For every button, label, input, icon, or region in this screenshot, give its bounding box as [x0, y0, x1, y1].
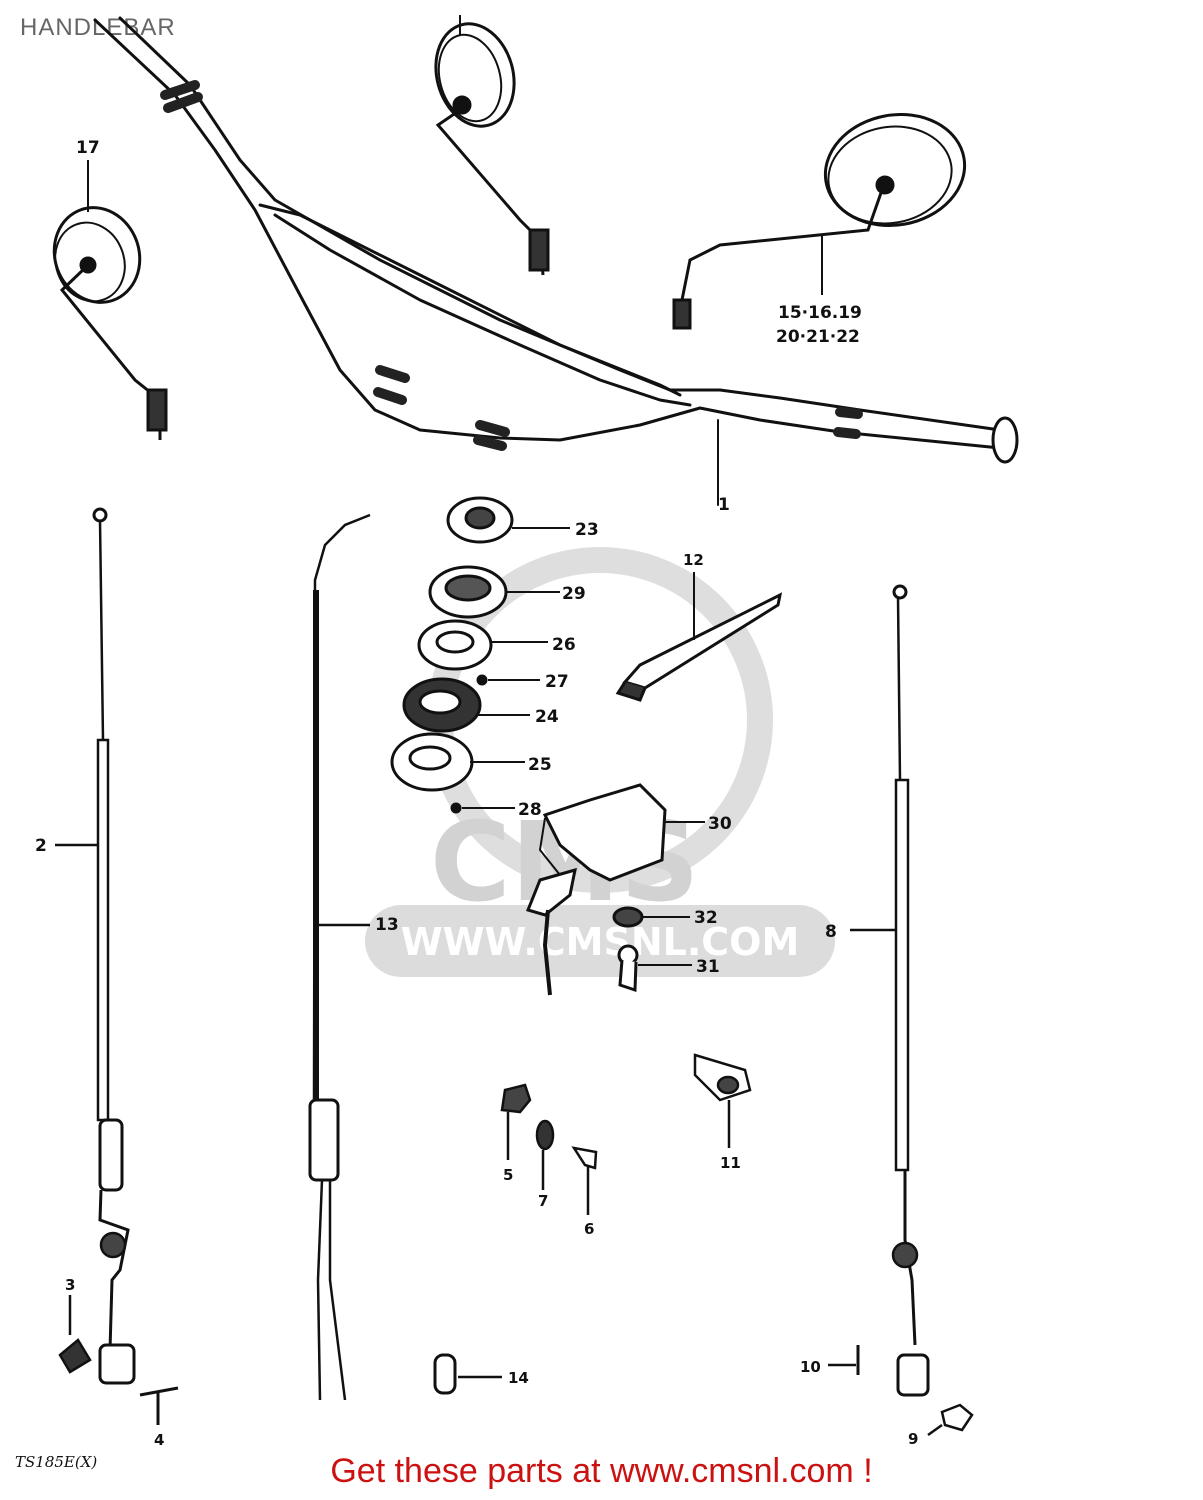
label-part-25: 25	[528, 755, 552, 775]
tool-12-part	[615, 572, 783, 702]
label-part-30: 30	[708, 814, 732, 834]
label-part-7: 7	[538, 1192, 548, 1210]
label-part-31: 31	[696, 957, 720, 977]
label-part-5: 5	[503, 1166, 513, 1184]
label-part-10: 10	[800, 1358, 821, 1376]
label-part-15-line2: 20·21·22	[776, 327, 860, 347]
label-part-2: 2	[35, 836, 47, 856]
label-part-1: 1	[718, 495, 730, 515]
label-part-9: 9	[908, 1430, 918, 1448]
cable-2-part	[55, 507, 136, 1385]
label-part-29: 29	[562, 584, 586, 604]
mirror-center-part	[434, 15, 550, 276]
label-part-26: 26	[552, 635, 576, 655]
mirror-left-part	[52, 160, 168, 440]
label-part-11: 11	[720, 1154, 741, 1172]
label-part-3: 3	[65, 1276, 75, 1294]
handlebar-part	[93, 16, 1019, 506]
diagram-code: TS185E(X)	[15, 1453, 97, 1471]
part-labels: 1 2 3 4 5 6 7 8 9 10 11 12 13 14 17 15·1…	[15, 138, 918, 1471]
ignition-switch-parts	[390, 496, 705, 996]
label-part-23: 23	[575, 520, 599, 540]
label-part-14: 14	[508, 1369, 529, 1387]
mirror-right-part	[672, 112, 967, 330]
page-title: HANDLEBAR	[20, 14, 176, 41]
cable-13-part	[308, 513, 371, 1401]
label-part-28: 28	[518, 800, 542, 820]
label-part-6: 6	[584, 1220, 594, 1238]
cable-8-part	[850, 584, 930, 1397]
label-part-27: 27	[545, 672, 569, 692]
label-part-4: 4	[154, 1431, 164, 1449]
watermark-url: WWW.CMSNL.COM	[401, 920, 800, 964]
footer-cta-link[interactable]: Get these parts at www.cmsnl.com !	[330, 1452, 873, 1490]
label-part-8: 8	[825, 922, 837, 942]
label-part-12: 12	[683, 551, 704, 569]
label-part-32: 32	[694, 908, 718, 928]
label-part-17: 17	[76, 138, 100, 158]
label-part-15-line1: 15·16.19	[778, 303, 862, 323]
label-part-13: 13	[375, 915, 399, 935]
small-parts	[58, 1053, 974, 1437]
label-part-24: 24	[535, 707, 559, 727]
